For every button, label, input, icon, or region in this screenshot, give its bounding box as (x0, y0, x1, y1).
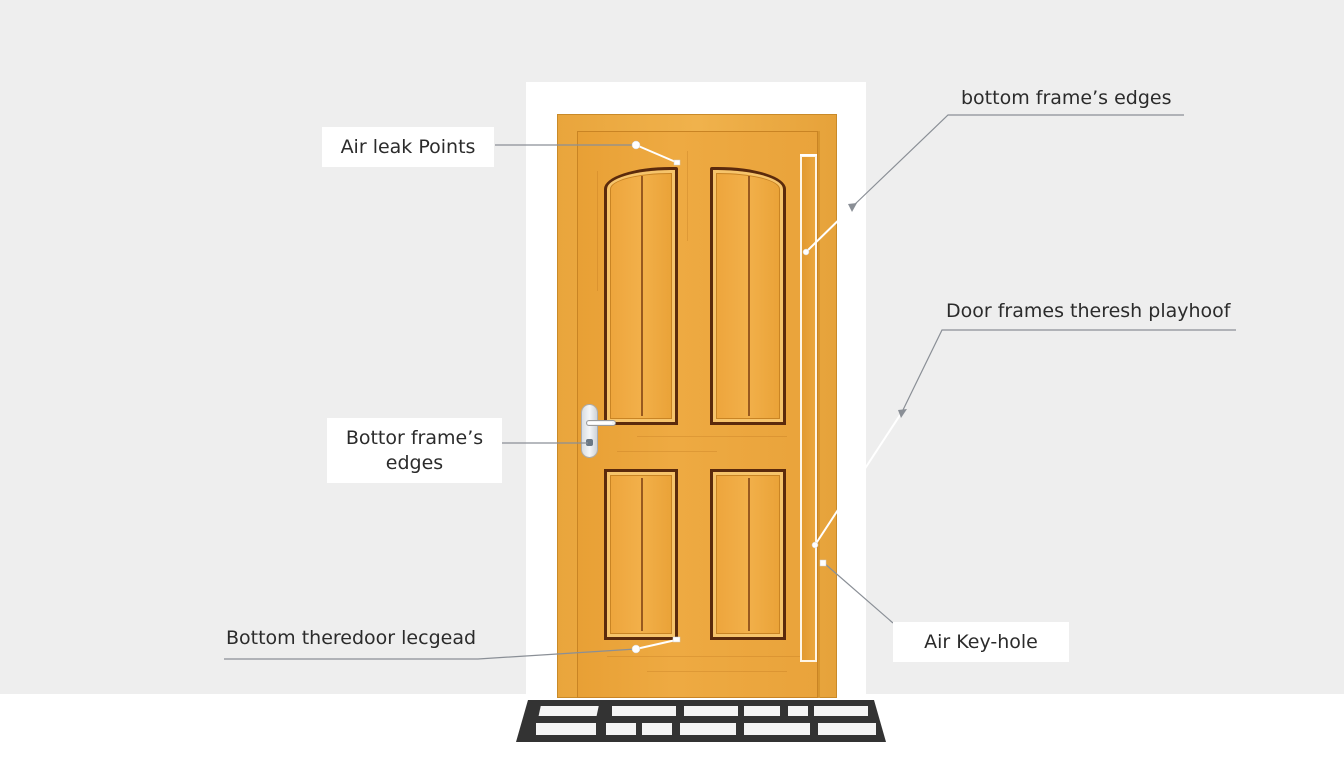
doormat-icon (516, 700, 886, 742)
label-air-leak-points: Air leak Points (322, 127, 494, 167)
label-text-line-1: Bottor frame’s (345, 426, 484, 449)
door-handle-icon (582, 405, 597, 457)
label-text: bottom frame’s edges (961, 86, 1172, 109)
label-bottom-frames-edges-top-right: bottom frame’s edges (961, 84, 1191, 112)
panel-groove (748, 478, 750, 631)
leak-point-marker (631, 644, 641, 654)
panel-groove (641, 478, 643, 631)
label-bottom-theredoor: Bottom theredoor lecgead (226, 624, 486, 652)
label-text-line-2: edges (385, 451, 444, 474)
door-panel-bottom-left (604, 469, 678, 640)
keyhole-icon (586, 439, 593, 446)
leak-point-marker (673, 159, 681, 166)
leak-point-marker (802, 248, 810, 256)
label-air-keyhole: Air Key-hole (893, 622, 1069, 662)
wood-grain (687, 151, 688, 241)
door-panel-bottom-right (710, 469, 786, 640)
label-text: Air Key-hole (924, 630, 1038, 653)
door-panel-top-right (710, 167, 786, 425)
leak-point-marker (631, 140, 641, 150)
wood-grain (647, 671, 787, 672)
arrow-pointer-icon (898, 409, 907, 418)
label-text: Air leak Points (340, 135, 476, 158)
wood-grain (607, 656, 807, 657)
label-text: Bottom theredoor lecgead (226, 626, 477, 649)
panel-groove (748, 176, 750, 416)
label-text: Door frames theresh playhoof (946, 299, 1231, 322)
door-panel-top-left (604, 167, 678, 425)
arrow-pointer-icon (848, 203, 857, 212)
wood-grain (637, 436, 787, 437)
leak-point-marker (819, 559, 827, 567)
wood-grain (617, 451, 717, 452)
leak-point-marker (811, 541, 819, 549)
leak-point-marker (672, 636, 681, 643)
wood-grain (597, 171, 598, 291)
panel-groove (641, 176, 643, 416)
label-bottor-frames-edges: Bottor frame’s edges (327, 418, 502, 483)
label-door-frames-right: Door frames theresh playhoof (946, 297, 1246, 325)
